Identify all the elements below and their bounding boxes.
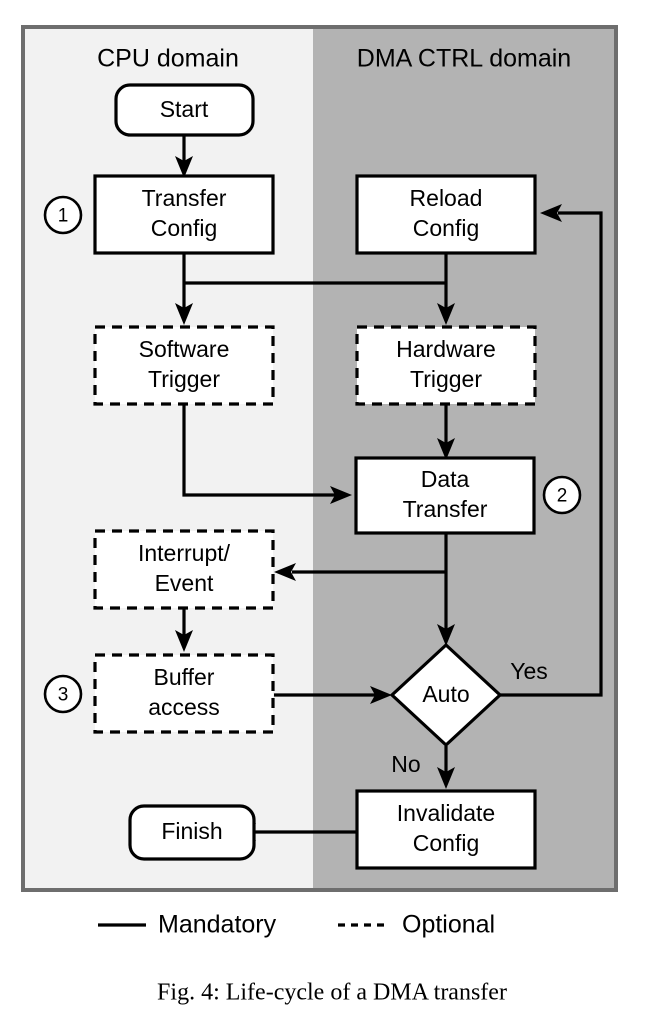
transfer-config-shape [93, 174, 275, 255]
node-software-trigger[interactable]: Software Trigger [93, 325, 275, 406]
software-trigger-label-line2: Trigger [148, 366, 220, 392]
invalidate-config-label-line1: Invalidate [397, 800, 495, 826]
step-marker-2: 2 [542, 475, 582, 515]
software-trigger-shape [93, 325, 275, 406]
arrowhead-to-hardware-trigger [437, 303, 455, 325]
node-invalidate-config[interactable]: Invalidate Config [355, 789, 537, 870]
reload-config-shape [355, 174, 537, 255]
figure-caption: Fig. 4: Life-cycle of a DMA transfer [157, 980, 507, 1006]
auto-decision-label: Auto [422, 681, 469, 707]
hardware-trigger-label-line2: Trigger [410, 366, 482, 392]
arrowhead-to-interrupt-event [274, 563, 296, 581]
buffer-access-label-line1: Buffer [154, 664, 215, 690]
step-marker-3-circle [43, 674, 83, 714]
transfer-config-label-line1: Transfer [142, 185, 227, 211]
start-shape [114, 83, 255, 137]
reload-config-label-line1: Reload [410, 185, 483, 211]
hardware-trigger-shape [355, 325, 537, 406]
finish-shape [128, 804, 256, 861]
hardware-trigger-label-line1: Hardware [396, 336, 496, 362]
invalidate-config-label-line2: Config [413, 830, 479, 856]
edge-auto-yes-to-reload-config [499, 211, 603, 697]
step-marker-1-circle [43, 195, 83, 235]
legend-mandatory-label: Mandatory [158, 911, 277, 939]
data-transfer-label-line2: Transfer [403, 496, 488, 522]
step-marker-1-number: 1 [58, 206, 69, 227]
arrowhead-auto-yes-to-reload-config [540, 204, 562, 222]
node-data-transfer[interactable]: Data Transfer [354, 456, 536, 535]
node-reload-config[interactable]: Reload Config [355, 174, 537, 255]
software-trigger-label-line1: Software [139, 336, 230, 362]
step-marker-2-number: 2 [557, 486, 568, 507]
finish-label: Finish [161, 818, 222, 844]
arrowhead-auto-no-to-invalidate [437, 767, 455, 789]
connectors [175, 134, 603, 841]
edge-label-auto-no: No [391, 751, 420, 777]
legend-optional-label: Optional [402, 911, 495, 939]
legend: Mandatory Optional [98, 911, 495, 939]
arrowhead-software-trigger-to-data-transfer [330, 486, 352, 504]
data-transfer-shape [354, 456, 536, 535]
node-interrupt-event[interactable]: Interrupt/ Event [93, 529, 275, 610]
arrowhead-hardware-trigger-to-data-transfer [437, 438, 455, 460]
node-finish[interactable]: Finish [128, 804, 256, 861]
interrupt-event-shape [93, 529, 275, 610]
step-marker-1: 1 [43, 195, 83, 235]
arrowhead-to-software-trigger [175, 303, 193, 325]
node-start[interactable]: Start [114, 83, 255, 137]
auto-decision-shape [389, 642, 503, 748]
reload-config-label-line2: Config [413, 215, 479, 241]
edge-software-trigger-to-data-transfer [182, 404, 336, 497]
buffer-access-label-line2: access [148, 694, 220, 720]
node-transfer-config[interactable]: Transfer Config [93, 174, 275, 255]
edge-label-auto-yes: Yes [510, 658, 548, 684]
start-label: Start [160, 96, 209, 122]
data-transfer-label-line1: Data [421, 466, 470, 492]
arrowhead-data-transfer-to-auto [437, 624, 455, 646]
invalidate-config-shape [355, 789, 537, 870]
step-marker-2-circle [542, 475, 582, 515]
interrupt-event-label-line2: Event [155, 570, 214, 596]
step-marker-3: 3 [43, 674, 83, 714]
node-buffer-access[interactable]: Buffer access [93, 653, 275, 734]
dma-domain-title: DMA CTRL domain [357, 45, 571, 73]
node-auto-decision[interactable]: Auto [389, 642, 503, 748]
cpu-domain-title: CPU domain [97, 45, 239, 73]
arrowhead-interrupt-to-buffer [175, 630, 193, 652]
buffer-access-shape [93, 653, 275, 734]
arrowhead-start-to-transfer-config [175, 156, 193, 178]
step-marker-3-number: 3 [58, 685, 69, 706]
cpu-domain-panel [23, 27, 313, 890]
figure-frame-border [21, 25, 618, 892]
interrupt-event-label-line1: Interrupt/ [138, 540, 231, 566]
node-hardware-trigger[interactable]: Hardware Trigger [355, 325, 537, 406]
arrowhead-buffer-access-to-auto [370, 686, 392, 704]
transfer-config-label-line2: Config [151, 215, 217, 241]
